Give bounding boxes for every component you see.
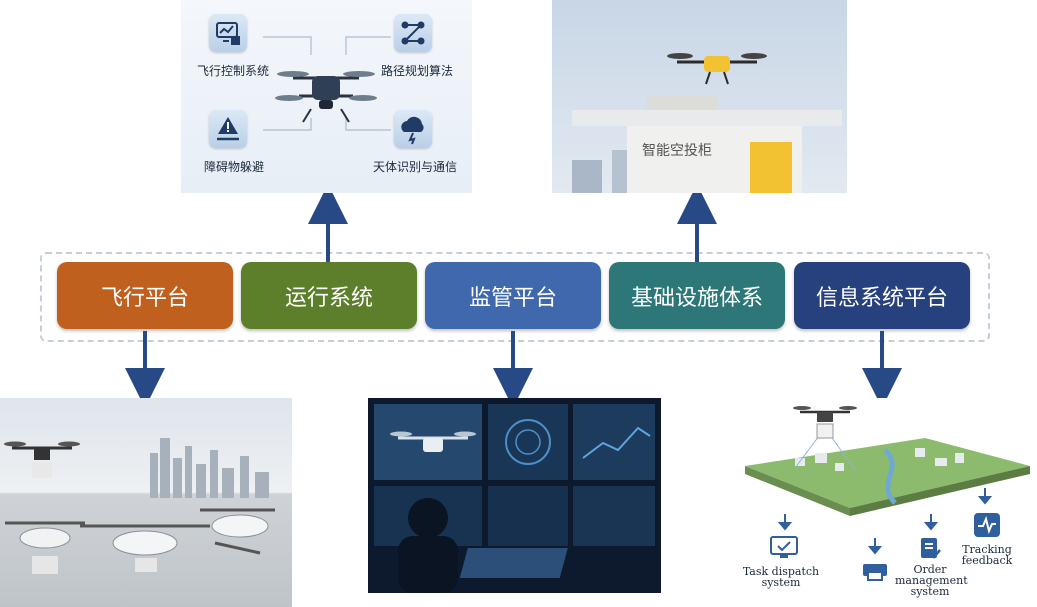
printer-icon: [861, 558, 889, 582]
node-flight-platform[interactable]: 飞行平台: [57, 262, 233, 329]
route-nodes-icon: [394, 14, 432, 52]
small-drone-icon: [4, 441, 80, 478]
flight-control-label: 飞行控制系统: [197, 64, 270, 78]
order-management-label: Order management system: [895, 563, 968, 598]
node-label: 运行系统: [284, 285, 373, 311]
route-planning-label: 路径规划算法: [381, 64, 454, 78]
connector-lines: [263, 36, 391, 131]
delivery-drone-icon: [667, 53, 767, 85]
information-system-panel: Task dispatch system Order management sy…: [735, 398, 1037, 607]
node-label: 监管平台: [468, 285, 557, 311]
tracking-feedback-label: Tracking feedback: [961, 543, 1013, 567]
monitor-chip-icon: [209, 14, 247, 52]
node-information-platform[interactable]: 信息系统平台: [794, 262, 970, 329]
obstacle-avoidance-label: 障碍物躲避: [204, 160, 265, 174]
node-label: 信息系统平台: [815, 285, 948, 311]
document-check-icon: [917, 536, 943, 562]
infrastructure-panel: 智能空投柜: [552, 0, 847, 193]
aircraft-scene: [4, 438, 275, 574]
regulation-platform-panel: [368, 398, 661, 593]
cabinet-scene: [572, 53, 842, 193]
city-map-scene: [745, 406, 1030, 555]
flight-platform-panel: [0, 398, 292, 607]
task-dispatch-label: Task dispatch system: [742, 565, 820, 589]
node-operation-system[interactable]: 运行系统: [241, 262, 417, 329]
evtol-aircraft-icon: [5, 508, 275, 574]
warning-plane-icon: [209, 110, 247, 148]
storm-cloud-icon: [394, 110, 432, 148]
cabinet-sign: 智能空投柜: [642, 143, 712, 159]
node-label: 基础设施体系: [630, 285, 763, 311]
monitor-drone-icon: [390, 431, 476, 452]
delivery-drone-icon: [793, 406, 857, 439]
node-regulation-platform[interactable]: 监管平台: [425, 262, 601, 329]
node-label: 飞行平台: [100, 285, 189, 311]
pulse-icon: [973, 512, 1001, 538]
drone-icon: [275, 71, 377, 123]
sky-communication-label: 天体识别与通信: [373, 160, 458, 174]
monitor-icon: [769, 536, 799, 560]
operation-system-panel: 飞行控制系统 路径规划算法 障碍物躲避 天体识别与通信: [181, 0, 472, 193]
control-room-scene: [374, 404, 655, 593]
node-infrastructure-system[interactable]: 基础设施体系: [609, 262, 785, 329]
